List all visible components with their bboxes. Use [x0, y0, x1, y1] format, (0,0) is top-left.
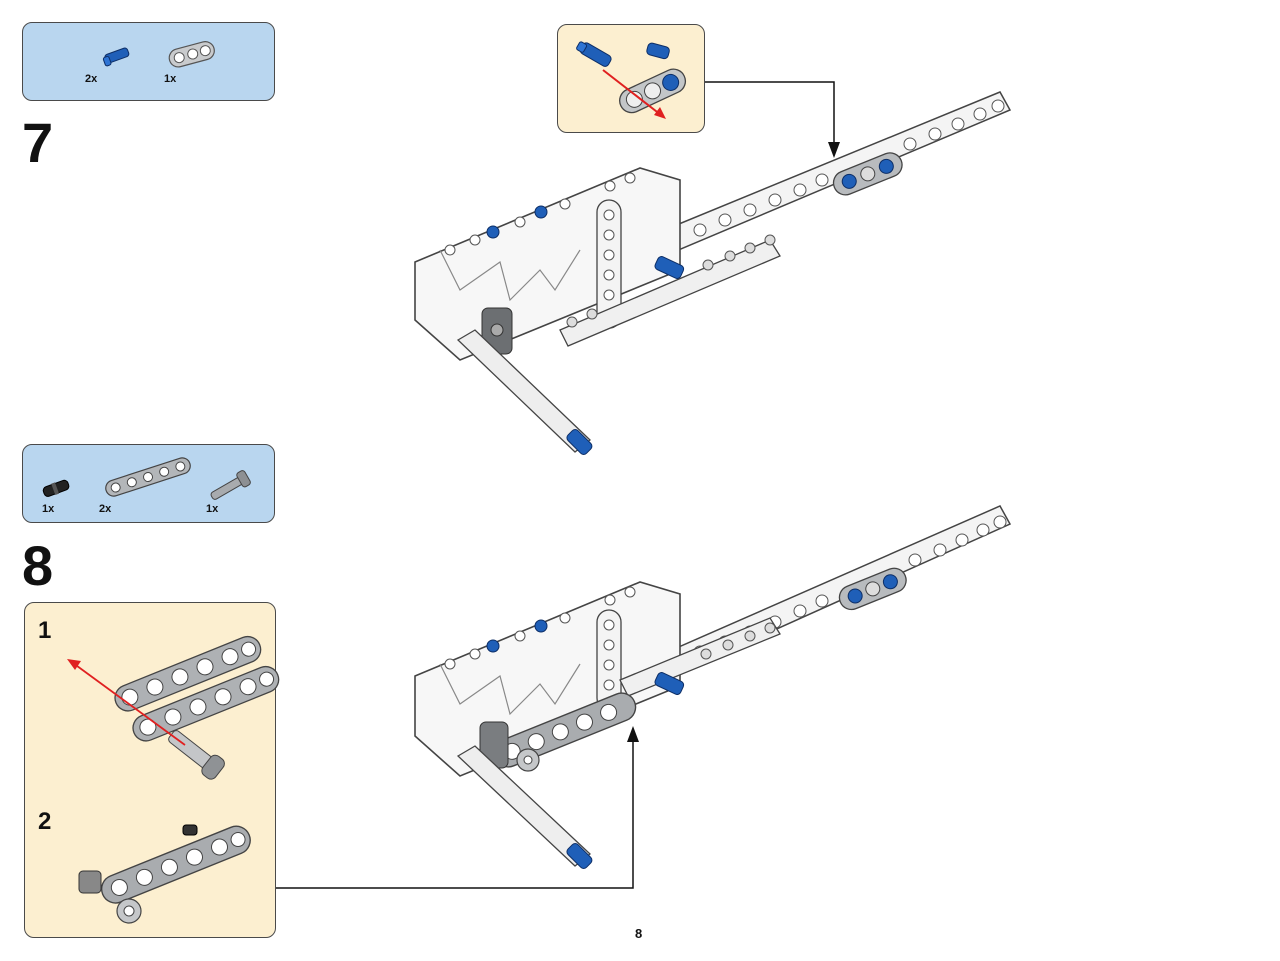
- step-number: 7: [22, 111, 54, 174]
- step-number: 8: [22, 534, 54, 597]
- step8-subassembly-callout: 1 2: [24, 602, 280, 938]
- part-qty: 1x: [42, 503, 55, 515]
- callout-assembly-illustration: [576, 41, 687, 119]
- page-number: 8: [635, 926, 643, 941]
- step7-callout-box: [557, 24, 705, 133]
- gray-double-cross-block-icon: [168, 41, 215, 68]
- step8-parts-box: 1x 2x 1x: [22, 444, 275, 523]
- part-qty: 1x: [164, 73, 177, 85]
- substep-number: 2: [38, 808, 52, 835]
- part-qty: 2x: [99, 503, 112, 515]
- gray-axle-pin-with-stop-icon: [210, 470, 251, 500]
- gray-5-hole-beam-icon: [105, 457, 191, 497]
- part-qty: 2x: [85, 73, 98, 85]
- substep2-illustration: [78, 824, 251, 924]
- part-qty: 1x: [206, 503, 219, 515]
- substep1-illustration: [67, 635, 280, 780]
- blue-axle-pin-icon: [102, 47, 130, 67]
- black-friction-pin-icon: [42, 479, 70, 497]
- substep-number: 1: [38, 617, 52, 644]
- step7-parts-box: 2x 1x: [22, 22, 275, 101]
